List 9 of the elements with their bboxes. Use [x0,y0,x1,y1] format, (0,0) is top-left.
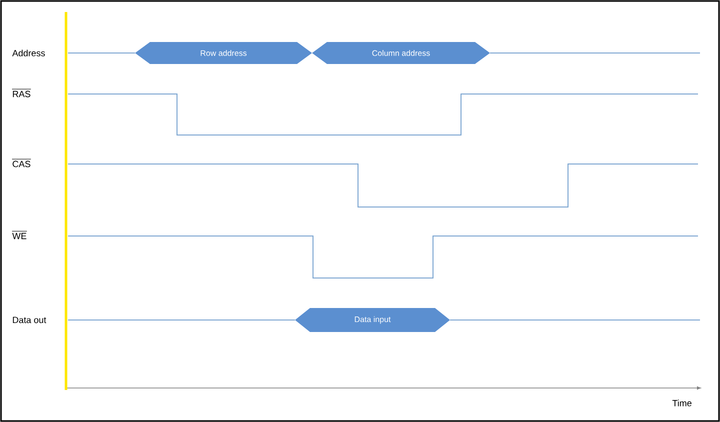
bus-hexagon: Row address [135,42,312,64]
signal-name: Time [672,400,692,406]
bus-hexagon: Column address [312,42,490,64]
signal-name: RAS [12,88,32,98]
signal-name: Address [12,50,45,56]
signal-name: Data out [12,316,46,324]
signal-name: WE [12,230,28,240]
bus-hexagon: Data input [295,308,450,332]
signal-name: CAS [12,158,32,168]
